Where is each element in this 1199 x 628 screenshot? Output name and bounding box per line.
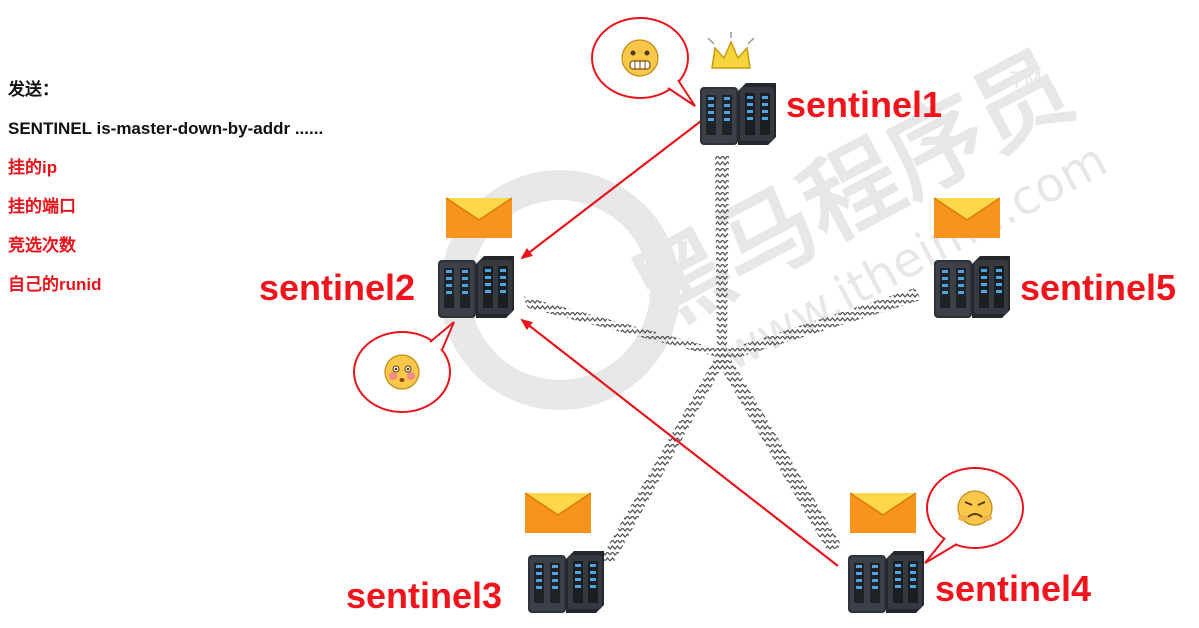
link-sentinel4	[716, 354, 842, 552]
param-runid: 自己的runid	[8, 275, 102, 294]
envelope-icon	[933, 197, 1001, 239]
param-port: 挂的端口	[8, 197, 76, 216]
sentinel2-label: sentinel2	[259, 267, 416, 308]
speech-bubble	[591, 17, 696, 107]
server-icon	[934, 256, 1010, 318]
arrow-sentinel4-to-sentinel2	[520, 318, 839, 567]
server-icon	[528, 551, 604, 613]
param-ip: 挂的ip	[8, 158, 58, 177]
sentinel1-node	[591, 17, 776, 145]
sentinel4-label: sentinel4	[935, 568, 1092, 609]
arrow-sentinel1-to-sentinel2	[520, 117, 706, 260]
watermark-tm: TM	[1009, 69, 1042, 94]
speech-bubble	[924, 467, 1024, 564]
param-election-count: 竞选次数	[8, 236, 76, 255]
link-sentinel2	[522, 296, 722, 358]
server-icon	[700, 83, 776, 145]
sentinel2-node	[353, 197, 514, 413]
envelope-icon	[524, 492, 592, 534]
server-icon	[438, 256, 514, 318]
grinning-face-icon	[621, 39, 659, 77]
network-links	[522, 155, 921, 562]
blushing-face-icon	[384, 354, 420, 390]
sentinel3-node	[524, 492, 604, 613]
envelope-icon	[849, 492, 917, 534]
server-icon	[848, 551, 924, 613]
link-sentinel3	[600, 356, 726, 562]
worried-face-icon	[957, 490, 993, 526]
sentinel1-label: sentinel1	[786, 84, 943, 125]
speech-bubble	[353, 321, 455, 413]
envelope-icon	[445, 197, 513, 239]
sentinel3-label: sentinel3	[346, 575, 503, 616]
link-sentinel5	[720, 288, 921, 362]
message-command: SENTINEL is-master-down-by-addr ......	[8, 119, 324, 138]
message-heading: 发送：	[8, 80, 59, 99]
sentinel5-label: sentinel5	[1020, 267, 1177, 308]
crown-icon	[707, 32, 755, 69]
sentinel4-node	[848, 467, 1024, 613]
link-sentinel1	[715, 155, 729, 360]
